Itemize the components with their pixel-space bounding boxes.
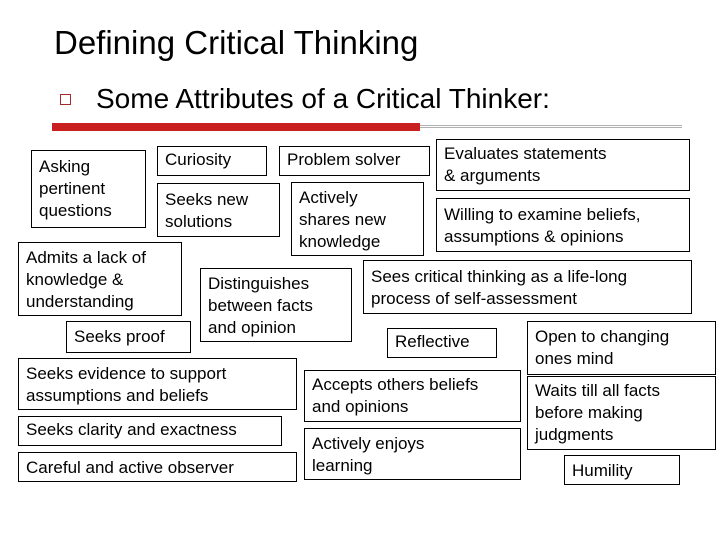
attribute-evaluates-statements: Evaluates statements & arguments [436, 139, 690, 191]
attribute-line: Actively enjoys [312, 434, 425, 453]
attribute-line: Reflective [395, 332, 470, 351]
attribute-line: & arguments [444, 166, 541, 185]
attribute-seeks-evidence: Seeks evidence to support assumptions an… [18, 358, 297, 410]
attribute-enjoys-learning: Actively enjoys learning [304, 428, 521, 480]
attribute-reflective: Reflective [387, 328, 497, 358]
attribute-line: Willing to examine beliefs, [444, 205, 641, 224]
attribute-shares-knowledge: Actively shares new knowledge [291, 182, 424, 256]
attribute-line: Seeks new [165, 190, 249, 209]
attribute-line: Careful and active observer [26, 458, 234, 477]
attribute-line: process of self-assessment [371, 289, 577, 308]
attribute-line: Actively [299, 188, 358, 207]
attribute-line: before making [535, 403, 643, 422]
attribute-line: pertinent [39, 179, 106, 198]
attribute-admits-lack: Admits a lack of knowledge & understandi… [18, 242, 182, 316]
attribute-problem-solver: Problem solver [279, 146, 430, 176]
attribute-humility: Humility [564, 455, 680, 485]
attribute-line: and opinions [312, 397, 409, 416]
attribute-observer: Careful and active observer [18, 452, 297, 482]
attribute-line: Humility [572, 461, 633, 480]
attribute-seeks-proof: Seeks proof [66, 321, 191, 353]
attribute-open-mind: Open to changing ones mind [527, 321, 716, 375]
slide-title: Defining Critical Thinking [54, 24, 419, 61]
attribute-distinguishes: Distinguishes between facts and opinion [200, 268, 352, 342]
attribute-line: Asking [39, 157, 91, 176]
attribute-line: questions [39, 201, 112, 220]
square-bullet-icon [60, 94, 71, 105]
attribute-line: solutions [165, 212, 233, 231]
attribute-line: Seeks proof [74, 327, 165, 346]
attribute-line: Sees critical thinking as a life-long [371, 267, 628, 286]
attribute-line: Problem solver [287, 150, 401, 169]
attribute-line: Accepts others beliefs [312, 375, 479, 394]
attribute-line: shares new [299, 210, 386, 229]
attribute-line: Waits till all facts [535, 381, 661, 400]
attribute-life-long: Sees critical thinking as a life-long pr… [363, 260, 692, 314]
attribute-line: assumptions & opinions [444, 227, 624, 246]
gray-divider [420, 125, 682, 128]
attribute-line: Seeks evidence to support [26, 364, 227, 383]
attribute-line: Seeks clarity and exactness [26, 420, 237, 439]
attribute-seeks-new-solutions: Seeks new solutions [157, 183, 280, 237]
attribute-line: assumptions and beliefs [26, 386, 209, 405]
attribute-curiosity: Curiosity [157, 146, 267, 176]
attribute-line: Curiosity [165, 150, 232, 169]
attribute-line: understanding [26, 292, 134, 311]
attribute-line: Open to changing [535, 327, 670, 346]
attribute-examine-beliefs: Willing to examine beliefs, assumptions … [436, 198, 690, 252]
attribute-clarity: Seeks clarity and exactness [18, 416, 282, 446]
attribute-line: and opinion [208, 318, 296, 337]
attribute-line: Distinguishes [208, 274, 310, 293]
attribute-line: knowledge & [26, 270, 124, 289]
attribute-line: Admits a lack of [26, 248, 146, 267]
attribute-line: learning [312, 456, 373, 475]
attribute-line: knowledge [299, 232, 381, 251]
attribute-waits-facts: Waits till all facts before making judgm… [527, 376, 716, 450]
attribute-asking-questions: Asking pertinent questions [31, 150, 146, 228]
attribute-line: Evaluates statements [444, 144, 607, 163]
attribute-accepts-beliefs: Accepts others beliefs and opinions [304, 370, 521, 422]
slide-subtitle: Some Attributes of a Critical Thinker: [96, 83, 550, 114]
red-divider [52, 123, 420, 131]
attribute-line: ones mind [535, 349, 614, 368]
attribute-line: between facts [208, 296, 313, 315]
attribute-line: judgments [535, 425, 614, 444]
